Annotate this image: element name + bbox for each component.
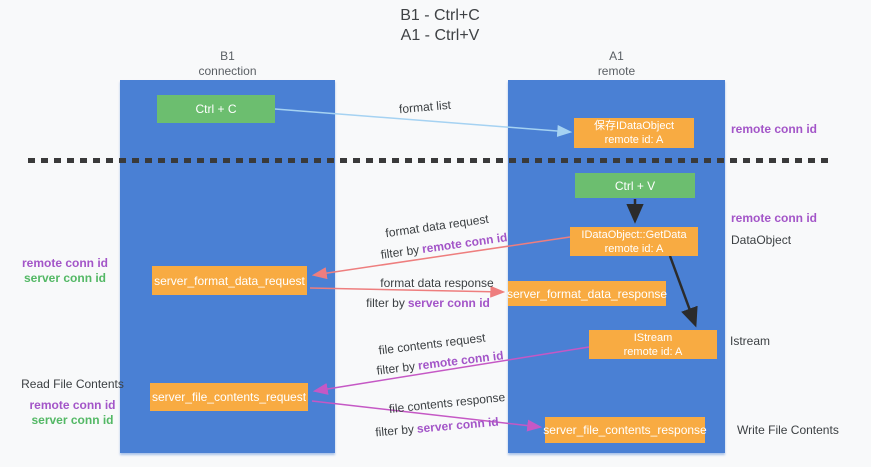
server-file-contents-request-label: server_file_contents_request [151, 390, 307, 404]
format-list-label: format list [398, 97, 452, 117]
ctrl-c-node: Ctrl + C [157, 95, 275, 123]
istream-line2: remote id: A [623, 345, 683, 358]
read-file-contents-block: Read File Contents remote conn id server… [15, 377, 130, 428]
dataobject-label: DataObject [731, 233, 792, 247]
filter-by-text: filter by [374, 422, 415, 440]
ctrl-v-node: Ctrl + V [575, 173, 695, 198]
istream-line1: IStream [633, 331, 673, 344]
getdata-line2: remote id: A [604, 242, 664, 255]
left-bottom-remote-conn-id-label: remote conn id [29, 398, 116, 412]
server-format-data-request-node: server_format_data_request [152, 266, 307, 295]
lane-header-a1-top: A1 [609, 49, 624, 63]
right-top-remote-conn-id-label: remote conn id [731, 122, 818, 136]
save-idataobject-line2: remote id: A [604, 134, 664, 146]
left-remote-conn-id-label: remote conn id [21, 256, 108, 270]
left-server-conn-id-label: server conn id [23, 271, 107, 285]
save-idataobject-node: 保存IDataObject remote id: A [574, 118, 694, 148]
filter-by-text: filter by [375, 359, 416, 378]
server-conn-id-text: server conn id [407, 296, 490, 310]
file-contents-response-label: file contents response [388, 389, 506, 417]
istream-node: IStream remote id: A [589, 330, 717, 359]
server-format-data-response-node: server_format_data_response [506, 281, 668, 306]
read-file-contents-label: Read File Contents [21, 377, 124, 391]
ctrl-c-label: Ctrl + C [195, 102, 237, 116]
remote-conn-id-text: remote conn id [417, 348, 505, 373]
istream-side-label: Istream [730, 334, 771, 348]
getdata-line1: IDataObject::GetData [581, 228, 687, 241]
ctrl-v-label: Ctrl + V [614, 178, 656, 193]
server-file-contents-response-node: server_file_contents_response [543, 417, 707, 443]
title-line-2: A1 - Ctrl+V [400, 27, 480, 44]
save-idataobject-line1: 保存IDataObject [593, 120, 675, 132]
server-format-data-response-label: server_format_data_response [506, 286, 668, 301]
left-conn-id-labels: remote conn id server conn id [20, 256, 110, 286]
session-divider-dashed-line [28, 158, 833, 163]
diagram-title: B1 - Ctrl+C A1 - Ctrl+V [0, 6, 871, 46]
lane-header-b1-top: B1 [220, 49, 235, 63]
lane-header-b1: B1 connection [120, 49, 335, 79]
filter-by-text: filter by [366, 296, 405, 310]
title-line-1: B1 - Ctrl+C [400, 7, 480, 24]
lane-header-a1-bottom: remote [597, 64, 636, 78]
write-file-contents-label: Write File Contents [737, 423, 839, 437]
remote-conn-id-text: remote conn id [421, 230, 509, 257]
server-file-contents-request-node: server_file_contents_request [150, 383, 308, 411]
server-format-data-request-label: server_format_data_request [154, 273, 305, 288]
right-mid-remote-conn-id-label: remote conn id [731, 211, 818, 225]
idataobject-getdata-node: IDataObject::GetData remote id: A [570, 227, 698, 256]
format-data-response-label: format data response [380, 276, 494, 290]
filter-by-text: filter by [379, 242, 421, 262]
server-conn-id-text: server conn id [416, 414, 500, 436]
left-bottom-server-conn-id-label: server conn id [31, 413, 114, 427]
lane-header-b1-bottom: connection [198, 64, 257, 78]
lane-header-a1: A1 remote [508, 49, 725, 79]
server-file-contents-response-label: server_file_contents_response [543, 423, 707, 437]
